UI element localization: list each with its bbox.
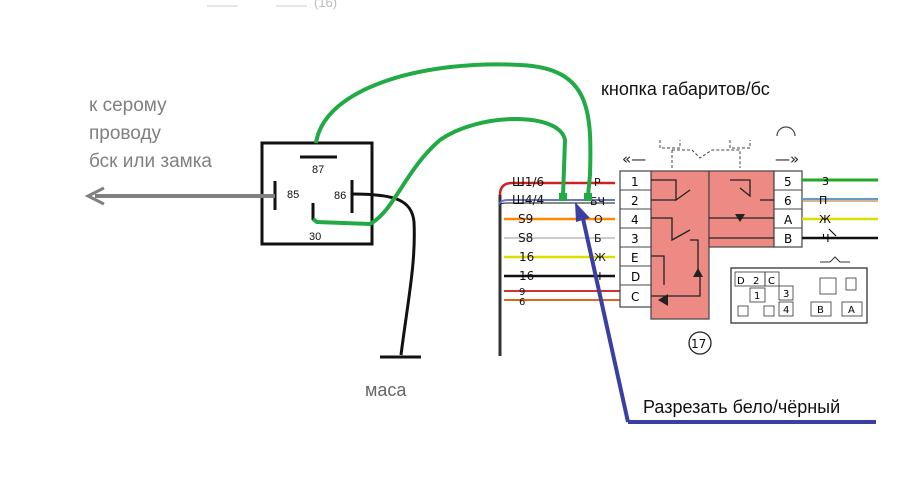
pin-label: A [784,213,793,227]
ground-label: маса [365,380,407,400]
connector-label: Ш4/4 [512,193,544,207]
wire-tap [584,193,592,201]
wire-color-code: Р [594,176,601,189]
wire-color-code: БЧ [590,195,605,208]
grey-wire-label-line: проводу [89,123,162,144]
pin-label: 3 [631,232,639,246]
mini-connector-label: A [848,305,855,316]
connector-label: Ш1/6 [512,175,544,189]
pin-label: 4 [631,213,639,227]
wire-harness [498,181,620,356]
mini-connector-label: B [817,305,824,316]
connector-label: S9 [518,212,533,226]
relay-pin-label: 87 [312,164,324,176]
block-number-circle [688,331,712,355]
wire-color-code: Б [594,232,602,245]
chevron-right-icon: —» [775,150,799,168]
mini-connector-label: 3 [783,289,789,300]
diode-icon [658,294,668,306]
green-wire-87 [314,62,593,197]
green-wire-30 [311,117,568,227]
top-fragment-label: (16) [314,0,337,10]
pin-label: B [784,232,792,246]
mini-connector-label: C [768,276,775,287]
pin-label: C [631,290,639,304]
relay-pin-label: 86 [334,190,346,202]
mini-connector [730,256,868,324]
switch-block: 1 2 4 3 E D C 5 6 A B «— [619,126,803,355]
switch-body-right [708,170,775,248]
diode-icon [735,214,745,222]
ground-wire [351,192,416,356]
pin-label: E [631,251,639,265]
pin-label: D [631,270,640,284]
button-label: кнопка габаритов/бс [601,79,770,99]
connector-label: 6 [519,297,525,308]
diode-icon [693,268,703,277]
grey-wire-label-line: бск или замка [89,151,212,172]
pin-label: 2 [631,194,639,208]
mini-connector-label: 1 [754,291,760,302]
connector-label: 9 [519,287,525,298]
wire-number: Ч [822,232,830,245]
mini-connector-label: 2 [753,276,759,287]
wire-number: 3 [822,175,829,188]
chevron-left-icon: «— [622,150,646,168]
wire-color-code: О [594,213,603,226]
relay-pin-label: 30 [309,231,321,243]
pin-label: 6 [784,194,792,208]
mini-connector-label: 4 [783,305,789,316]
switch-body-left [650,170,710,320]
arrow-left-icon [84,186,105,206]
wire-harness-right [802,178,878,240]
cut-indicator-line [580,213,630,423]
relay-pin-label: 85 [287,189,299,201]
cut-label: Разрезать бело/чёрный [643,397,840,417]
wire-number: Ж [819,213,831,226]
pin-label: 1 [631,175,639,189]
arrow-up-icon [575,202,590,222]
connector-label: 16 [519,250,534,264]
connector-label: S8 [518,231,533,245]
block-number: 17 [691,337,706,351]
wire-number: П [819,194,827,207]
wire-color-code: Ж [594,251,606,264]
connector-label: 16 [519,269,534,283]
pin-label: 5 [784,175,792,189]
wire-tap [559,193,567,201]
mini-connector-label: D [737,276,745,287]
grey-wire-label-line: к серому [89,95,167,116]
